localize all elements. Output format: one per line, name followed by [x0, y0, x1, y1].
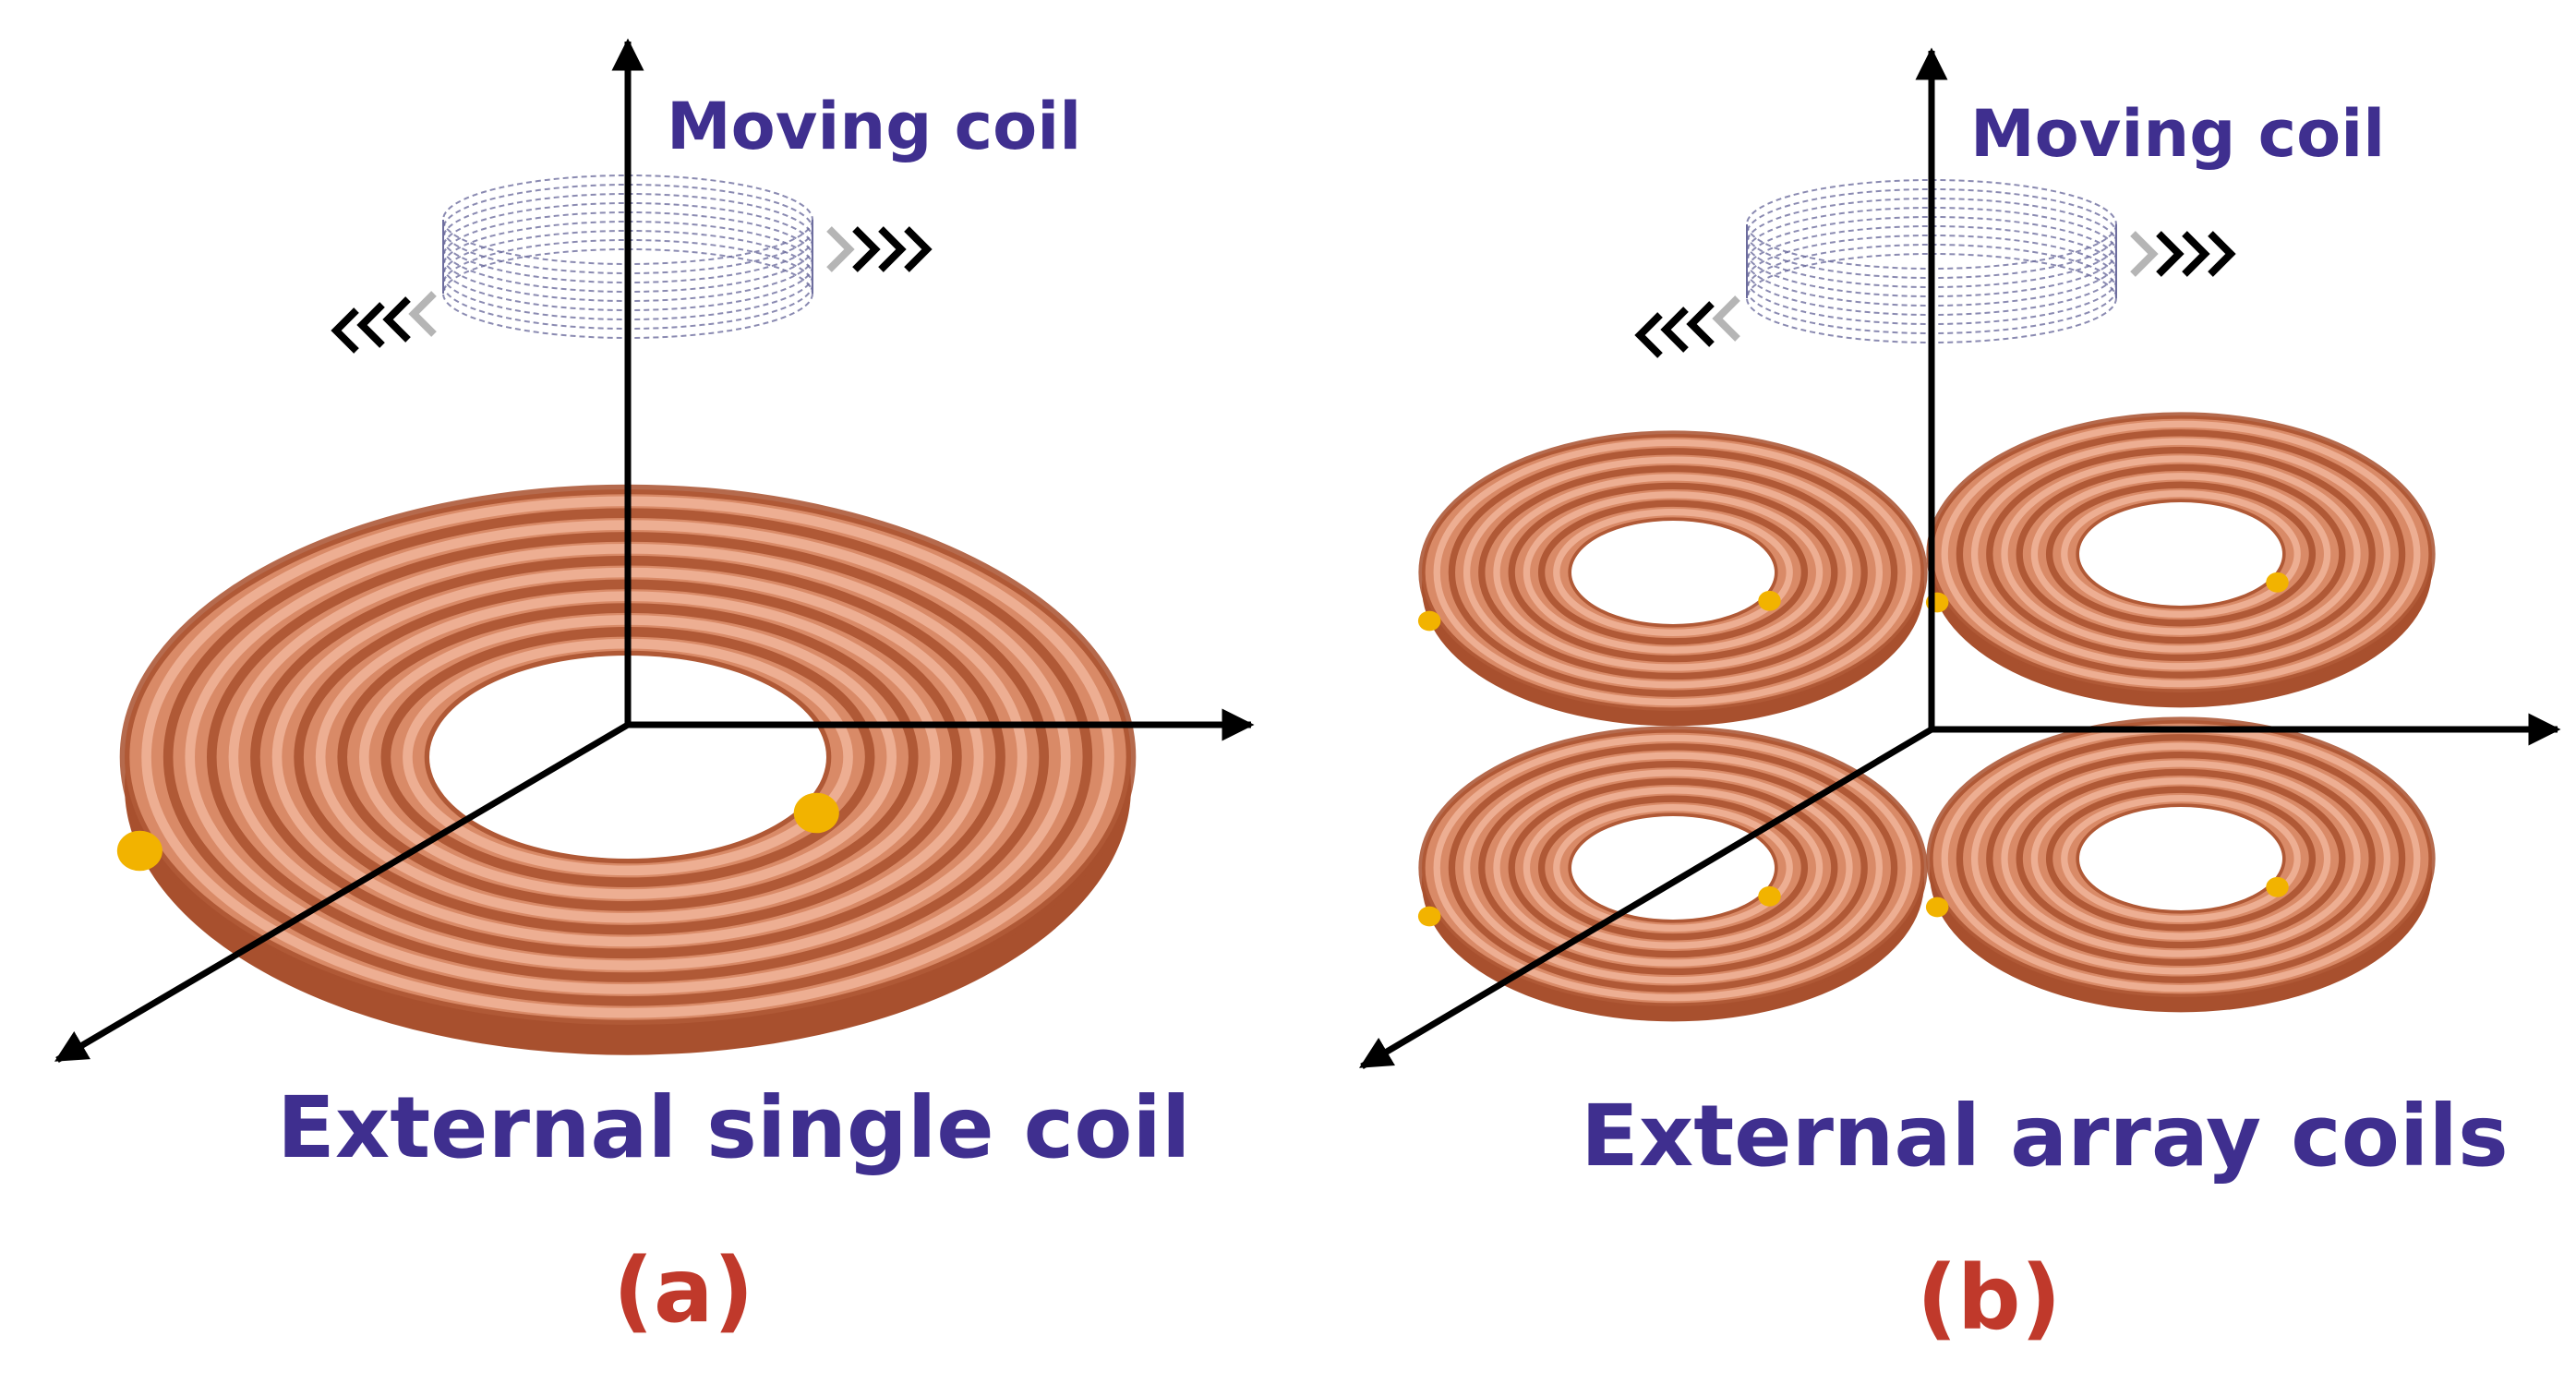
coil-turn [1970, 742, 2391, 975]
wire-end [1758, 590, 1781, 611]
coil-turn [1463, 456, 1884, 689]
external-single-coil [116, 484, 1137, 1055]
coil-turn [1418, 726, 1928, 1010]
axes-b [1358, 47, 2561, 1070]
coil-turn [1418, 430, 1928, 715]
chevron-right-icon [904, 226, 933, 272]
chevron-left-icon [331, 307, 359, 354]
coil-turn [1956, 734, 2406, 983]
copper-coil-icon [1925, 716, 2436, 1013]
y-axis-arrow [1358, 726, 1933, 1070]
panel-a-title: External single coil [277, 1078, 1191, 1177]
wire-end [2266, 572, 2289, 593]
panel-a-label: (a) [613, 1239, 754, 1342]
chevron-right-icon [2182, 231, 2210, 277]
coil-turn [1986, 446, 2376, 662]
coil-turn [1493, 474, 1853, 671]
coil-center [2079, 807, 2282, 910]
coil-turn [2001, 760, 2361, 957]
coil-turn [2030, 777, 2331, 940]
coil-turn [2061, 794, 2301, 923]
coil-turn [2016, 463, 2346, 644]
coil-turn [1537, 499, 1809, 645]
coil-turn [1523, 787, 1824, 949]
coil-turn [1970, 438, 2391, 670]
chevron-left-icon [408, 291, 437, 337]
coil-turn [1493, 769, 1853, 967]
motion-chevrons-a [331, 226, 933, 354]
coil-turn [2045, 481, 2317, 627]
coil-turn [1986, 751, 2376, 967]
coil-turn [1448, 448, 1898, 697]
coil-center [2079, 502, 2282, 606]
coil-turn [1448, 743, 1898, 993]
wire-end [1417, 610, 1441, 632]
coil-turn [1553, 803, 1793, 933]
motion-chevrons-b [1634, 231, 2236, 358]
chevron-left-icon [1634, 312, 1663, 358]
panel-b-title: External array coils [1581, 1087, 2509, 1185]
chevron-right-icon [2156, 231, 2185, 277]
copper-coil-icon [1925, 412, 2436, 708]
copper-coil-icon [116, 484, 1137, 1055]
moving-coil-label: Moving coil [1970, 96, 2386, 172]
coil-center [1571, 816, 1775, 920]
coil-turn [1956, 429, 2406, 679]
wire-end [116, 830, 163, 872]
coil-center [429, 656, 826, 859]
external-array-coils [1417, 412, 2436, 1022]
coil-turn [1478, 760, 1868, 976]
coil-turn [2016, 768, 2346, 949]
coil-turn [2061, 489, 2301, 619]
chevron-right-icon [878, 226, 907, 272]
coil-turn [2030, 473, 2331, 635]
chevron-left-icon [382, 296, 411, 343]
coil-turn [1463, 752, 1884, 984]
coil-turn [1553, 508, 1793, 637]
chevron-left-icon [1712, 295, 1740, 342]
chevron-right-icon [852, 226, 881, 272]
chevron-right-icon [826, 226, 855, 272]
coil-turn [1508, 777, 1838, 958]
coil-turn [1433, 734, 1913, 1002]
coil-turn [1941, 420, 2421, 688]
chevron-left-icon [356, 302, 385, 348]
coil-turn [2045, 786, 2317, 932]
chevron-left-icon [1686, 301, 1715, 347]
coil-turn [1433, 439, 1913, 706]
coil-turn [1508, 482, 1838, 663]
wire-end [1925, 897, 1949, 918]
coil-turn [1537, 795, 1809, 941]
copper-coil-icon [1417, 430, 1928, 727]
wire-end [793, 792, 839, 834]
coil-turn [2001, 455, 2361, 653]
chevron-right-icon [2130, 231, 2159, 277]
wire-end [1417, 906, 1441, 927]
panel-b-label: (b) [1917, 1246, 2062, 1350]
wire-end [2266, 876, 2289, 897]
coil-center [1571, 521, 1775, 624]
copper-coil-icon [1417, 726, 1928, 1022]
axes-a [54, 38, 1255, 1064]
wire-end [1758, 885, 1781, 907]
chevron-left-icon [1660, 307, 1689, 353]
coil-turn [1478, 464, 1868, 680]
chevron-right-icon [2208, 231, 2236, 277]
moving-coil-label: Moving coil [667, 89, 1082, 164]
coil-turn [1926, 716, 2436, 1001]
y-axis-arrow [54, 721, 630, 1064]
coil-turn [1523, 491, 1824, 654]
